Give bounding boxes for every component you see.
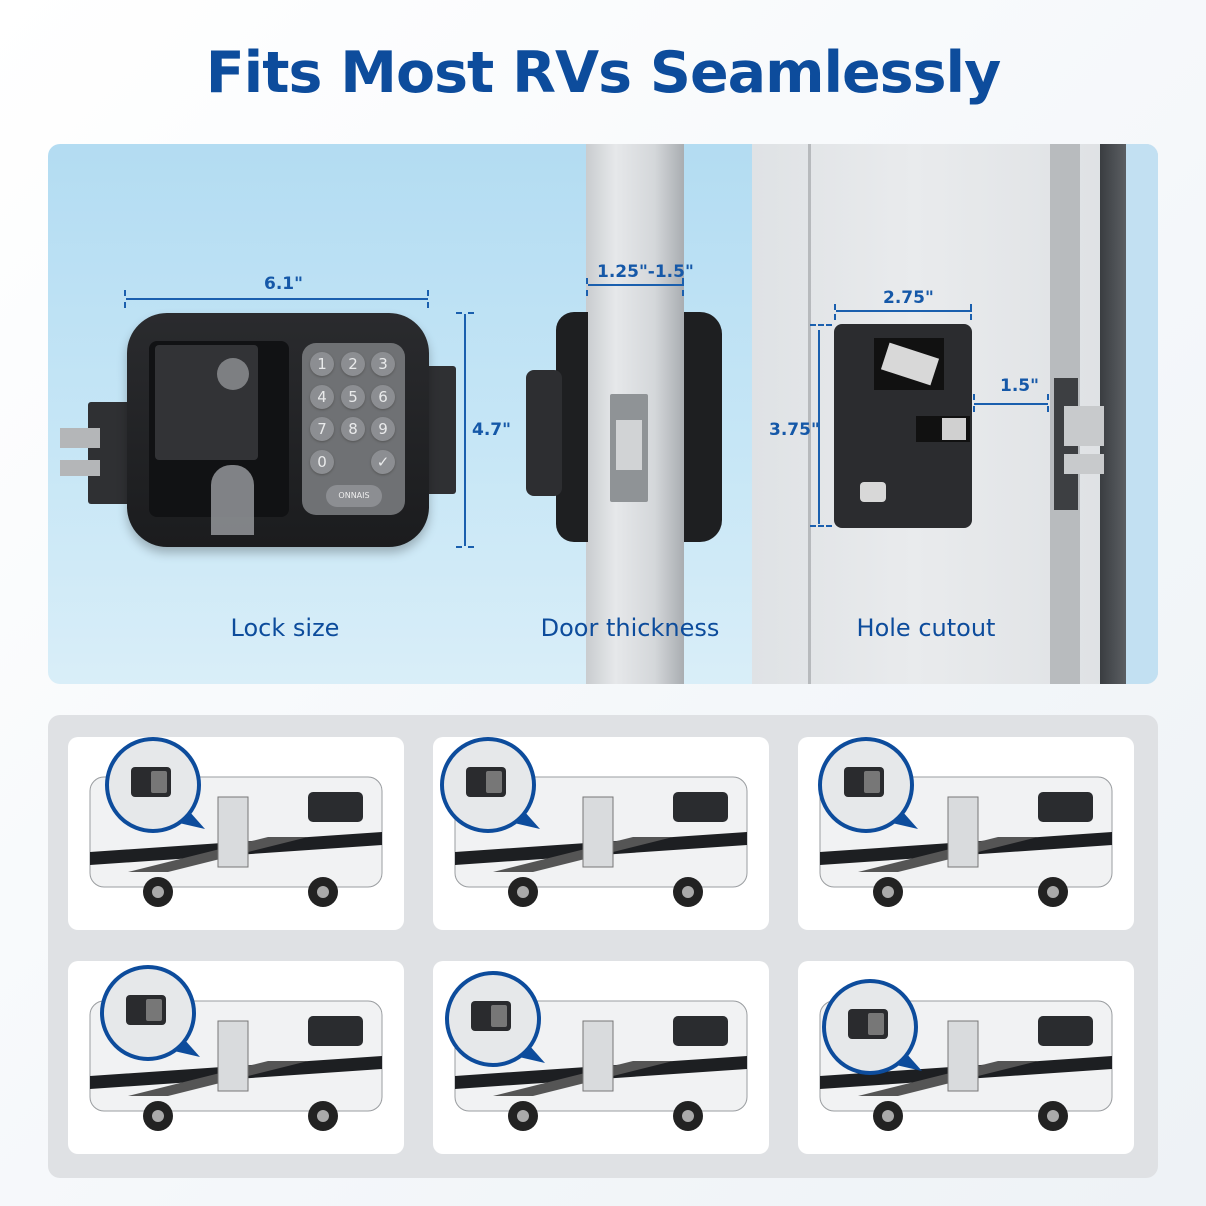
rv-card-travel-trailer [798, 737, 1134, 930]
brand-logo: ONNAIS [326, 485, 382, 507]
deadbolt-knob [211, 465, 254, 535]
ribbon-cable [880, 342, 940, 386]
label-hole-cutout: Hole cutout [856, 614, 996, 642]
cutout-mounting-plate [834, 324, 972, 528]
door-latch-bolt-lower [1064, 454, 1104, 474]
lock-bolt [60, 428, 100, 448]
height-dimension: 4.7" [472, 420, 511, 440]
interior-lock-cover [526, 370, 562, 496]
sky-strip [1126, 144, 1158, 684]
strike-latch [616, 420, 642, 470]
keypad-key-confirm[interactable]: ✓ [371, 450, 395, 474]
door-latch-bolt [1064, 406, 1104, 446]
keypad-key-4[interactable]: 4 [310, 385, 334, 409]
strike-plate [610, 394, 648, 502]
rv-card-cargo-trailer [798, 961, 1134, 1154]
dimensions-panel: 1 2 3 4 5 6 7 8 9 0 ✓ ONNAIS 6.1" 4.7" L… [48, 144, 1158, 684]
keypad-key-8[interactable]: 8 [341, 417, 365, 441]
rv-illustration [819, 979, 1113, 1131]
rv-card-sprinter-class-c [433, 737, 769, 930]
rv-illustration [818, 737, 1113, 907]
fingerprint-sensor-icon [217, 358, 249, 390]
cutout-height-dimension: 3.75" [769, 420, 820, 440]
keypad-key-9[interactable]: 9 [371, 417, 395, 441]
cutout-width-dimension: 2.75" [883, 288, 934, 308]
rv-card-pop-up-camper [433, 961, 769, 1154]
keypad-key-2[interactable]: 2 [341, 352, 365, 376]
label-lock-size: Lock size [230, 614, 340, 642]
backset-dimension: 1.5" [1000, 376, 1039, 396]
rv-illustration [440, 737, 748, 907]
door-seal [1100, 144, 1126, 684]
cable-window [874, 338, 944, 390]
keypad-key-1[interactable]: 1 [310, 352, 334, 376]
rv-card-fifth-wheel [68, 961, 404, 1154]
width-dimension: 6.1" [264, 274, 303, 294]
spindle [860, 482, 886, 502]
keypad-key-3[interactable]: 3 [371, 352, 395, 376]
label-door-thickness: Door thickness [540, 614, 720, 642]
keypad-key-6[interactable]: 6 [371, 385, 395, 409]
latch-block [942, 418, 966, 440]
exterior-lock-body [684, 312, 722, 542]
lock-latch [60, 460, 100, 476]
door-seam [808, 144, 811, 684]
keypad-key-0[interactable]: 0 [310, 450, 334, 474]
rv-illustration [89, 737, 383, 907]
rv-illustration [445, 971, 748, 1131]
thickness-dimension: 1.25"-1.5" [597, 262, 694, 282]
page-title: Fits Most RVs Seamlessly [205, 40, 1001, 106]
spring-window [916, 416, 970, 442]
keypad-key-5[interactable]: 5 [341, 385, 365, 409]
keypad-key-7[interactable]: 7 [310, 417, 334, 441]
rv-card-class-c-motorhome [68, 737, 404, 930]
rv-illustration [89, 965, 383, 1131]
